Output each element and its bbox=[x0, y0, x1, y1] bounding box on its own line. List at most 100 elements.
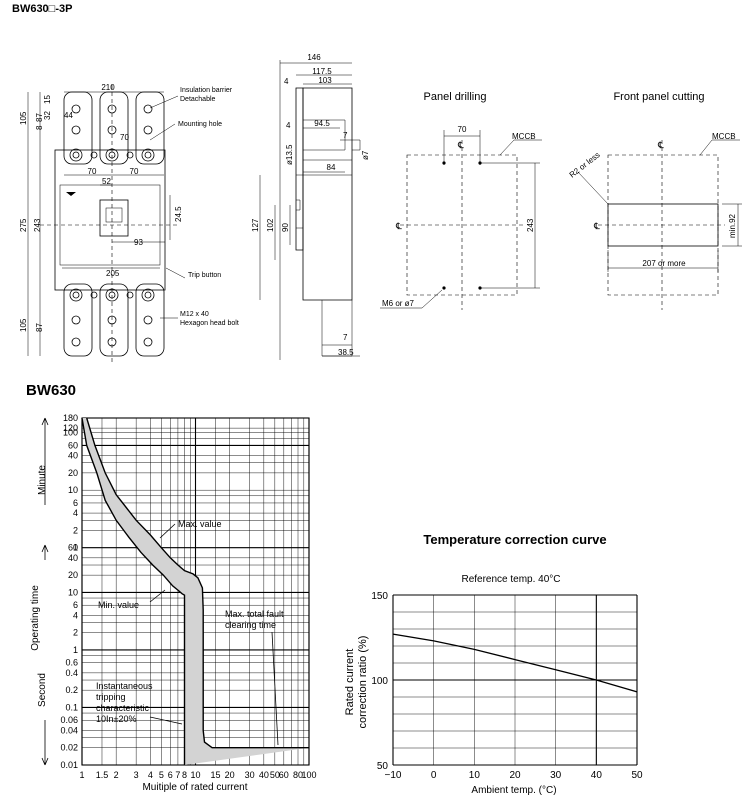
trip-y-tick-minute: 6 bbox=[73, 498, 78, 508]
dim-7-top: 7 bbox=[343, 131, 348, 140]
trip-y-tick-second: 0.1 bbox=[65, 702, 78, 712]
ann-inst-4: 10In±20% bbox=[96, 714, 136, 724]
trip-y-tick-minute: 1 bbox=[73, 543, 78, 553]
trip-y-label-second: Second bbox=[37, 673, 48, 707]
trip-y-tick-second: 0.06 bbox=[60, 715, 78, 725]
panel-drilling-title: Panel drilling bbox=[424, 91, 487, 103]
trip-y-tick-second: 60 bbox=[68, 543, 78, 553]
dim-dia-7: ø7 bbox=[361, 150, 370, 160]
temp-y-label-1: Rated current bbox=[344, 649, 356, 716]
fp-207: 207 or more bbox=[642, 259, 686, 268]
dim-32: 32 bbox=[43, 111, 52, 120]
dim-105-top: 105 bbox=[19, 111, 28, 125]
panel-drilling: ℄ ℄ bbox=[380, 130, 542, 310]
dim-102: 102 bbox=[266, 218, 275, 232]
trip-chart-title: BW630 bbox=[26, 382, 76, 399]
temp-chart-subtitle: Reference temp. 40°C bbox=[461, 574, 560, 585]
temp-y-tick: 100 bbox=[371, 676, 388, 687]
temp-x-tick: 40 bbox=[591, 770, 603, 781]
trip-x-tick: 3 bbox=[134, 770, 139, 780]
label-bolt-line2: Hexagon head bolt bbox=[180, 320, 239, 327]
trip-y-tick-second: 0.6 bbox=[65, 658, 78, 668]
dim-105-bottom: 105 bbox=[19, 318, 28, 332]
label-mounting-hole: Mounting hole bbox=[178, 121, 222, 128]
temp-x-tick: 10 bbox=[469, 770, 481, 781]
trip-y-tick-second: 0.4 bbox=[65, 668, 78, 678]
trip-y-tick-second: 10 bbox=[68, 587, 78, 597]
dim-dia-13-5: ø13.5 bbox=[285, 144, 294, 165]
trip-max-curve bbox=[86, 417, 309, 749]
trip-y-tick-second: 0.2 bbox=[65, 685, 78, 695]
trip-y-tick-second: 2 bbox=[73, 628, 78, 638]
trip-y-tick-minute: 10 bbox=[68, 485, 78, 495]
trip-min-curve bbox=[81, 417, 186, 765]
pd-mccb: MCCB bbox=[512, 132, 536, 141]
trip-y-tick-minute: 60 bbox=[68, 440, 78, 450]
dim-127: 127 bbox=[251, 218, 260, 232]
trip-x-tick: 8 bbox=[182, 770, 187, 780]
ann-min-leader bbox=[149, 589, 166, 603]
dim-4-top: 4 bbox=[284, 77, 289, 86]
temp-x-label: Ambient temp. (°C) bbox=[471, 785, 556, 796]
trip-y-tick-second: 1 bbox=[73, 645, 78, 655]
trip-y-tick-second: 20 bbox=[68, 570, 78, 580]
temp-x-tick: 30 bbox=[550, 770, 562, 781]
temp-chart-series bbox=[392, 633, 638, 693]
temp-x-tick: 0 bbox=[431, 770, 437, 781]
ann-max-leader bbox=[159, 523, 176, 539]
temp-x-tick: −10 bbox=[385, 770, 402, 781]
trip-y-tick-second: 0.02 bbox=[60, 743, 78, 753]
dim-7-bottom: 7 bbox=[343, 333, 348, 342]
dim-15: 15 bbox=[43, 95, 52, 104]
centerline-mark-fp: ℄ bbox=[657, 140, 664, 150]
trip-x-tick: 40 bbox=[259, 770, 269, 780]
trip-x-tick: 50 bbox=[270, 770, 280, 780]
trip-y-tick-minute: 20 bbox=[68, 468, 78, 478]
ann-inst-leader bbox=[149, 716, 183, 725]
ann-inst-3: characteristic bbox=[96, 703, 150, 713]
trip-chart-y-ticks: 1801201006040201064216040201064210.60.40… bbox=[41, 413, 78, 770]
label-detachable: Detachable bbox=[180, 96, 216, 103]
trip-x-label: Muitiple of rated current bbox=[142, 782, 247, 793]
trip-y-tick-minute: 120 bbox=[63, 423, 78, 433]
dim-87-top: 87 bbox=[35, 113, 44, 122]
dim-4-mid: 4 bbox=[286, 121, 291, 130]
dim-52: 52 bbox=[102, 177, 111, 186]
side-view bbox=[259, 60, 361, 360]
trip-x-tick: 20 bbox=[225, 770, 235, 780]
trip-x-tick: 1.5 bbox=[96, 770, 109, 780]
trip-x-tick: 15 bbox=[210, 770, 220, 780]
fp-min92: min.92 bbox=[728, 213, 737, 238]
trip-y-label-operating: Operating time bbox=[30, 585, 41, 651]
temp-chart-grid bbox=[392, 594, 638, 766]
dim-243: 243 bbox=[33, 218, 42, 232]
trip-x-tick: 30 bbox=[245, 770, 255, 780]
trip-x-tick: 4 bbox=[148, 770, 153, 780]
front-panel-cutting-title: Front panel cutting bbox=[613, 91, 704, 103]
front-panel-cutting: ℄ ℄ bbox=[577, 139, 742, 310]
model-title: BW630□-3P bbox=[12, 3, 73, 15]
trip-y-tick-minute: 180 bbox=[63, 413, 78, 423]
trip-chart-grid bbox=[81, 417, 310, 766]
second-arrow-up bbox=[41, 544, 49, 560]
dim-94-5: 94.5 bbox=[314, 119, 330, 128]
dim-117-5: 117.5 bbox=[312, 67, 332, 76]
pd-dim-243: 243 bbox=[526, 218, 535, 232]
temp-x-tick: 20 bbox=[509, 770, 521, 781]
centerline-mark-pd-h: ℄ bbox=[395, 221, 402, 231]
dim-146: 146 bbox=[307, 53, 321, 62]
ann-inst-2: tripping bbox=[96, 692, 126, 702]
temp-chart-title: Temperature correction curve bbox=[423, 532, 606, 547]
trip-y-tick-second: 40 bbox=[68, 553, 78, 563]
trip-x-tick: 60 bbox=[279, 770, 289, 780]
dim-87-bottom: 87 bbox=[35, 323, 44, 332]
trip-x-tick: 1 bbox=[79, 770, 84, 780]
dim-38-5: 38.5 bbox=[338, 348, 354, 357]
second-arrow-down bbox=[41, 720, 49, 766]
centerline-mark-pd: ℄ bbox=[457, 140, 464, 150]
trip-y-tick-second: 0.01 bbox=[60, 760, 78, 770]
dim-210: 210 bbox=[101, 83, 115, 92]
